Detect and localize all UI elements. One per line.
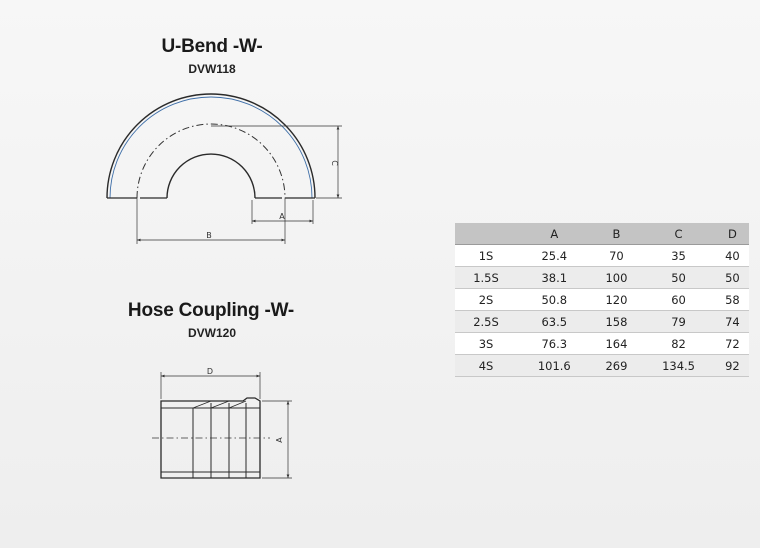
col-header-d: D <box>715 223 749 245</box>
cell-c: 82 <box>641 332 716 355</box>
col-header-c: C <box>641 223 716 245</box>
dimension-table: A B C D 1S 25.4 70 35 40 1.5S 38.1 100 5… <box>455 223 749 377</box>
cell-a: 38.1 <box>517 266 592 289</box>
table-row: 2S 50.8 120 60 58 <box>455 288 749 311</box>
ubend-code: DVW118 <box>188 62 236 76</box>
cell-d: 58 <box>715 288 749 311</box>
cell-a: 25.4 <box>517 244 592 267</box>
ubend-outer-arc-inner <box>109 96 313 199</box>
size-cell: 3S <box>455 332 517 355</box>
cell-d: 92 <box>715 354 749 377</box>
ubend-centerline <box>136 123 286 199</box>
cell-d: 40 <box>715 244 749 267</box>
table-row: 1S 25.4 70 35 40 <box>455 244 749 267</box>
cell-a: 101.6 <box>517 354 592 377</box>
dim-b-label: B <box>206 231 212 240</box>
cell-c: 134.5 <box>641 354 716 377</box>
ubend-drawing: B A C <box>106 93 342 244</box>
ubend-inner-arc <box>166 153 256 199</box>
dim-a2-label: A <box>275 437 284 443</box>
ubend-outer-arc <box>106 93 316 199</box>
cell-d: 72 <box>715 332 749 355</box>
cell-c: 35 <box>641 244 716 267</box>
col-header <box>455 223 517 245</box>
table-header-row: A B C D <box>455 223 749 245</box>
coupling-title: Hose Coupling -W- <box>127 300 295 321</box>
size-cell: 2.5S <box>455 310 517 333</box>
cell-d: 74 <box>715 310 749 333</box>
cell-b: 164 <box>591 332 642 355</box>
cell-a: 63.5 <box>517 310 592 333</box>
coupling-body <box>160 397 261 479</box>
table-row: 1.5S 38.1 100 50 50 <box>455 266 749 289</box>
cell-b: 158 <box>591 310 642 333</box>
cell-a: 76.3 <box>517 332 592 355</box>
cell-c: 60 <box>641 288 716 311</box>
table-row: 4S 101.6 269 134.5 92 <box>455 354 749 377</box>
cell-b: 120 <box>591 288 642 311</box>
cell-c: 79 <box>641 310 716 333</box>
ubend-title: U-Bend -W- <box>161 36 263 57</box>
cell-b: 70 <box>591 244 642 267</box>
dim-c-label: C <box>330 160 339 166</box>
cell-c: 50 <box>641 266 716 289</box>
coupling-code: DVW120 <box>187 326 237 340</box>
size-cell: 4S <box>455 354 517 377</box>
cell-b: 269 <box>591 354 642 377</box>
size-cell: 1S <box>455 244 517 267</box>
size-cell: 2S <box>455 288 517 311</box>
cell-b: 100 <box>591 266 642 289</box>
size-cell: 1.5S <box>455 266 517 289</box>
dim-d-label: D <box>207 367 213 376</box>
dim-a-label: A <box>279 212 285 221</box>
cell-d: 50 <box>715 266 749 289</box>
table-row: 2.5S 63.5 158 79 74 <box>455 310 749 333</box>
col-header-b: B <box>591 223 642 245</box>
col-header-a: A <box>517 223 592 245</box>
cell-a: 50.8 <box>517 288 592 311</box>
table-row: 3S 76.3 164 82 72 <box>455 332 749 355</box>
coupling-drawing: D A <box>152 367 292 479</box>
